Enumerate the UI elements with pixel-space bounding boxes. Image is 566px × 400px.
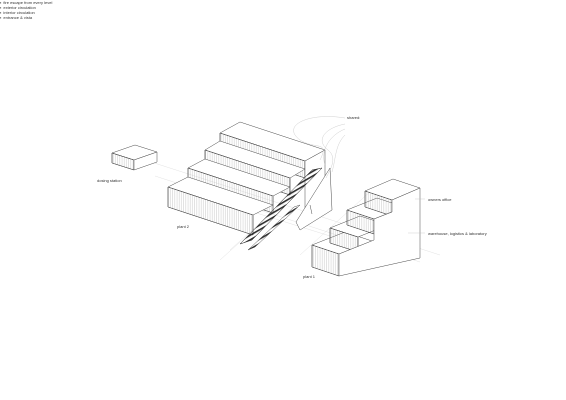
shared-features-list: fire escape from every level exterior ci… — [0, 0, 566, 20]
shared-feature-item: interior circulation — [0, 10, 566, 15]
shared-title-label: shared: — [347, 115, 361, 120]
shared-core — [295, 167, 333, 231]
dosing-station-label: dosing station — [97, 178, 122, 183]
office-label: owners office — [428, 197, 452, 202]
exterior-stair — [239, 167, 323, 251]
warehouse-label: warehouse, logistics & laboratory — [428, 231, 487, 236]
plant-2-label: plant 2 — [177, 224, 190, 229]
plant-1-building — [311, 178, 421, 277]
plant-2-building — [167, 121, 326, 236]
dosing-station-block — [111, 144, 158, 171]
plant-1-label: plant 1 — [303, 274, 316, 279]
shared-feature-item: entrance & vista — [0, 15, 566, 20]
shared-feature-item: fire escape from every level — [0, 0, 566, 5]
shared-feature-item: exterior circulation — [0, 5, 566, 10]
